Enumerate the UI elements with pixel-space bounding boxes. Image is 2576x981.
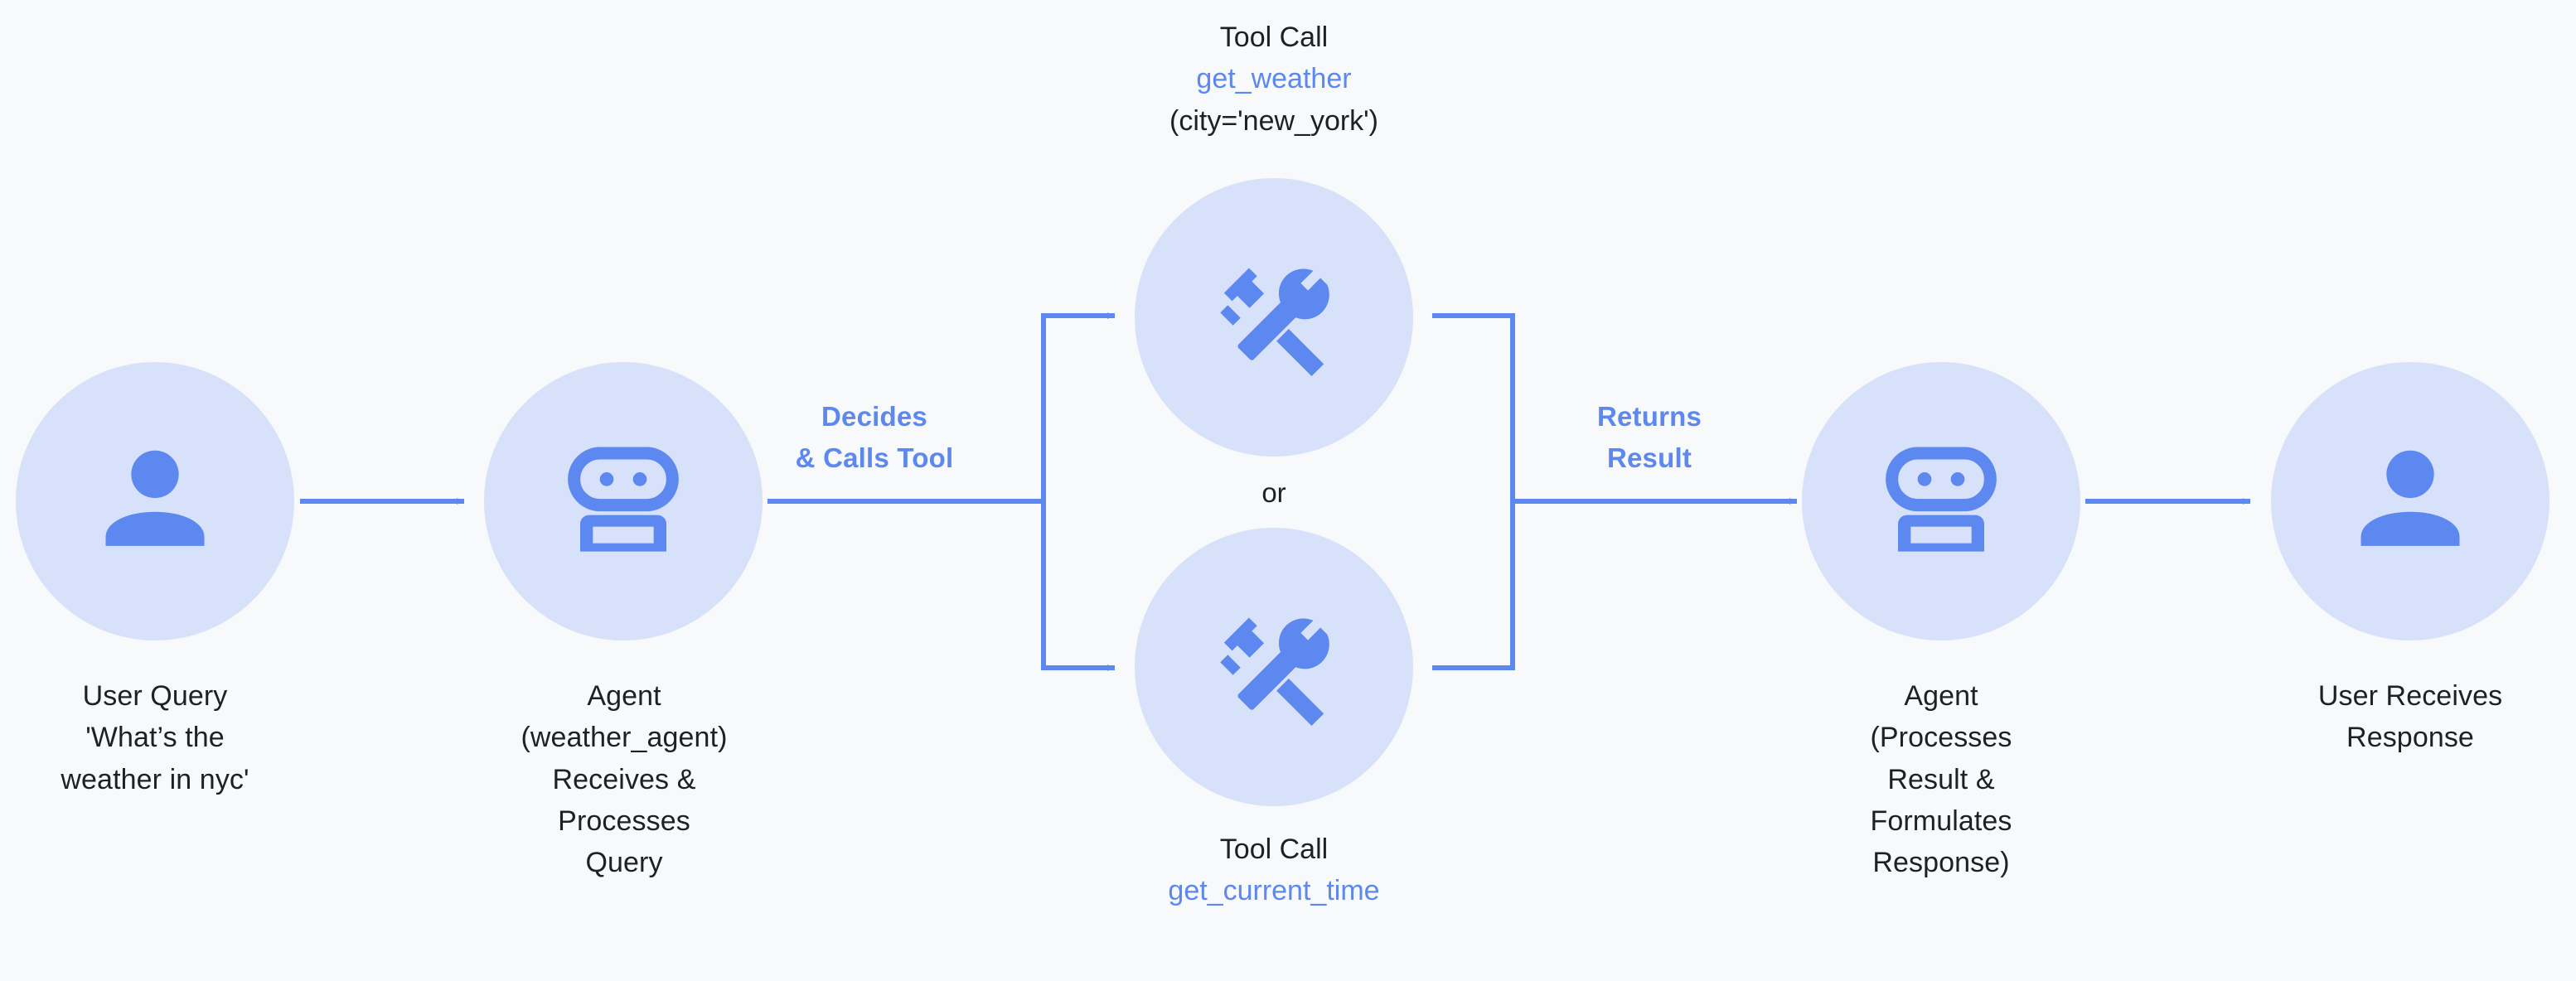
agent-responds-circle[interactable] bbox=[1802, 362, 2080, 640]
tool-weather-caption: Tool Call get_weather (city='new_york') bbox=[1119, 17, 1429, 142]
user-query-circle[interactable] bbox=[16, 362, 294, 640]
user-receives-circle[interactable] bbox=[2271, 362, 2549, 640]
edge-label-decides-calls-tool: Decides & Calls Tool bbox=[795, 401, 954, 473]
robot-icon bbox=[568, 447, 679, 552]
person-icon bbox=[2361, 450, 2460, 546]
edge-label-returns-result: Returns Result bbox=[1596, 401, 1702, 473]
agent-responds-caption: Agent (Processes Result & Formulates Res… bbox=[1870, 680, 2012, 879]
tool-weather-args: (city='new_york') bbox=[1169, 104, 1378, 137]
tool-weather-circle[interactable] bbox=[1135, 178, 1413, 457]
handyman-tools-icon bbox=[1220, 268, 1329, 377]
tool-time-caption-line1: Tool Call bbox=[1219, 834, 1329, 865]
agent-receives-circle[interactable] bbox=[484, 362, 763, 640]
user-receives-caption: User Receives Response bbox=[2317, 680, 2503, 754]
or-label: or bbox=[1261, 477, 1286, 508]
tool-time-name: get_current_time bbox=[1168, 875, 1380, 907]
handyman-tools-icon bbox=[1220, 617, 1329, 727]
agent-receives-caption: Agent (weather_agent) Receives & Process… bbox=[521, 680, 728, 879]
robot-icon bbox=[1886, 447, 1997, 552]
person-icon bbox=[105, 450, 205, 546]
user-query-caption: User Query 'What’s the weather in nyc' bbox=[61, 680, 249, 795]
tool-time-circle[interactable] bbox=[1135, 528, 1413, 806]
tool-time-caption: Tool Call get_current_time bbox=[1119, 829, 1429, 912]
tool-weather-name: get_weather bbox=[1196, 63, 1352, 95]
tool-weather-caption-line1: Tool Call bbox=[1219, 22, 1329, 53]
